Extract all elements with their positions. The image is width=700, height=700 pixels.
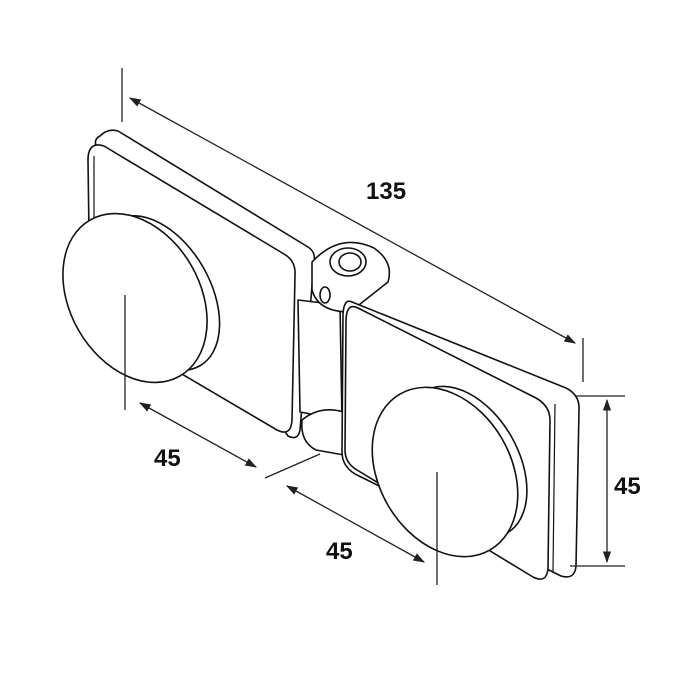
barrel-lower	[300, 409, 345, 456]
dimension-right-pad	[285, 472, 438, 585]
label-right-pad-width: 45	[326, 538, 353, 565]
dimension-line-left-45	[138, 402, 258, 468]
dimension-line-right-45	[285, 485, 426, 563]
dimension-left-pad	[124, 295, 321, 479]
set-screw-icon	[319, 286, 331, 304]
dimension-overall-length	[121, 68, 584, 382]
label-overall-length: 135	[366, 178, 406, 205]
right-plate-edge	[552, 403, 556, 573]
label-pad-height: 45	[614, 473, 641, 500]
barrel-body	[297, 299, 343, 421]
dimension-line-135	[128, 97, 577, 344]
extension-line-hinge	[264, 453, 321, 479]
pin-hole-inner	[338, 252, 362, 272]
label-left-pad-width: 45	[154, 445, 181, 472]
dimension-pad-height	[570, 395, 625, 567]
